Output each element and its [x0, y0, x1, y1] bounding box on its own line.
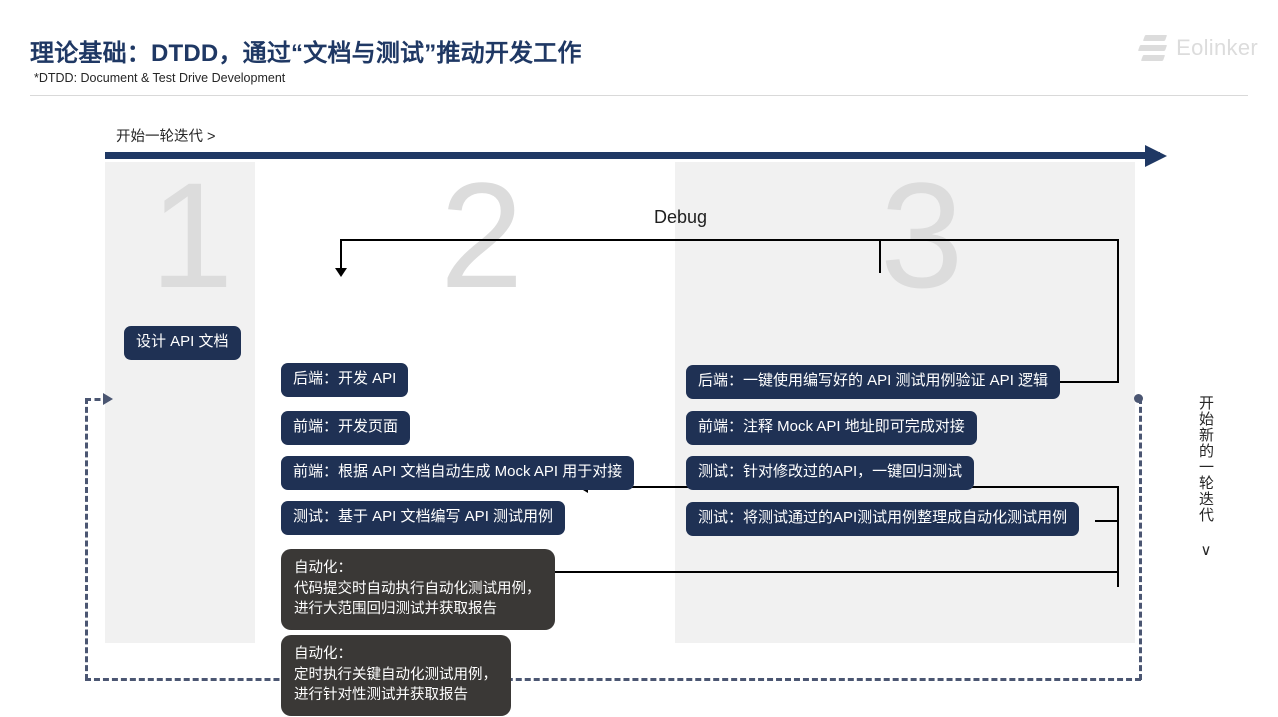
- chip-backend-develop-api[interactable]: 后端：开发 API: [281, 363, 409, 397]
- debug-loop-branch-line: [879, 239, 881, 273]
- chip-automation-on-commit[interactable]: 自动化： 代码提交时自动执行自动化测试用例， 进行大范围回归测试并获取报告: [281, 549, 555, 630]
- auto-loop-2-line: [540, 571, 1119, 573]
- eolinker-logo-icon: [1138, 33, 1168, 63]
- auto-loop-1-stub: [1095, 520, 1119, 522]
- auto-loop-2-right-line: [1117, 486, 1119, 571]
- restart-loop-right-line: [1139, 398, 1142, 680]
- debug-loop-arrow-head-icon: [335, 268, 347, 277]
- diagram-stage: 1 2 3 开始一轮迭代 > Debug 开始新的一轮迭: [0, 100, 1278, 717]
- chip-test-write-cases[interactable]: 测试：基于 API 文档编写 API 测试用例: [281, 501, 566, 535]
- timeline-label: 开始一轮迭代 >: [116, 129, 216, 145]
- chip-test-to-automation[interactable]: 测试：将测试通过的API测试用例整理成自动化测试用例: [686, 502, 1080, 536]
- page-title: 理论基础：DTDD，通过“文档与测试”推动开发工作: [30, 40, 582, 67]
- stage-band-3: [675, 162, 1135, 643]
- restart-loop-arrow-head-icon: [103, 393, 113, 405]
- brand-name: Eolinker: [1176, 35, 1258, 60]
- header-divider: [30, 95, 1248, 96]
- chip-automation-scheduled[interactable]: 自动化： 定时执行关键自动化测试用例， 进行针对性测试并获取报告: [281, 635, 511, 716]
- timeline-arrow-line: [105, 152, 1160, 159]
- restart-label: 开始新的一轮迭代 ∨: [1197, 395, 1214, 560]
- brand-logo: Eolinker: [1138, 33, 1258, 63]
- restart-loop-left-line: [85, 398, 88, 680]
- debug-label: Debug: [654, 207, 708, 227]
- debug-loop-left-line: [340, 239, 342, 271]
- restart-loop-origin-dot-icon: [1134, 394, 1143, 403]
- stage-band-1: [105, 162, 255, 643]
- page-subtitle: *DTDD: Document & Test Drive Development: [34, 71, 286, 85]
- restart-loop-bottom-line: [85, 678, 1141, 681]
- chip-frontend-mock-api[interactable]: 前端：根据 API 文档自动生成 Mock API 用于对接: [281, 456, 635, 490]
- chip-test-regression[interactable]: 测试：针对修改过的API，一键回归测试: [686, 456, 975, 490]
- stage-number-3: 3: [880, 151, 964, 319]
- stage-number-1: 1: [150, 151, 234, 319]
- chip-backend-verify-api[interactable]: 后端：一键使用编写好的 API 测试用例验证 API 逻辑: [686, 365, 1061, 399]
- stage-number-2: 2: [440, 151, 524, 319]
- restart-loop-entry-line: [85, 398, 110, 401]
- debug-loop-top-line: [340, 239, 1119, 241]
- chip-frontend-develop-page[interactable]: 前端：开发页面: [281, 411, 411, 445]
- chip-frontend-switch-mock[interactable]: 前端：注释 Mock API 地址即可完成对接: [686, 411, 977, 445]
- chip-design-api-doc[interactable]: 设计 API 文档: [124, 326, 241, 360]
- debug-loop-right-line: [1117, 239, 1119, 383]
- timeline-arrow-head-icon: [1145, 145, 1167, 167]
